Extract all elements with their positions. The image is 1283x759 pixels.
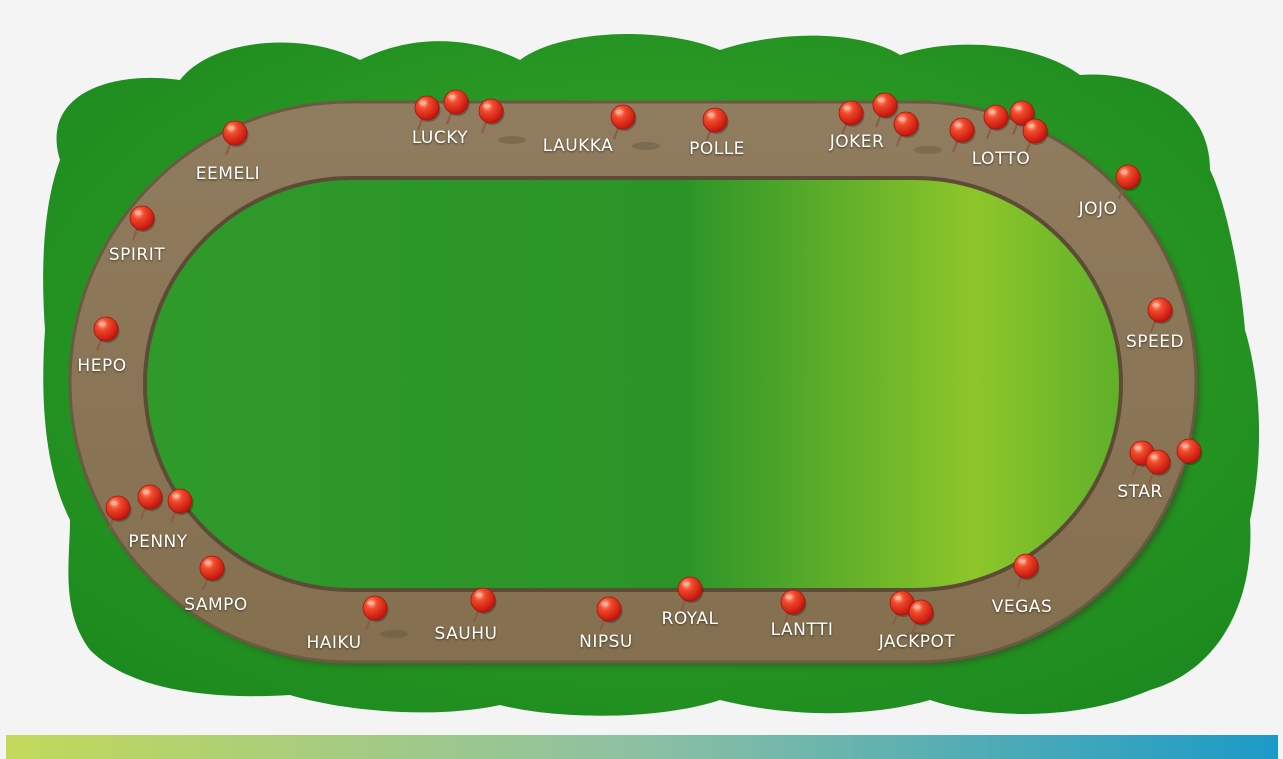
horse-label-lotto[interactable]: LOTTO <box>972 149 1031 169</box>
horse-label-jackpot[interactable]: JACKPOT <box>879 632 956 652</box>
horse-label-sampo[interactable]: SAMPO <box>184 595 248 615</box>
horse-label-lucky[interactable]: LUCKY <box>412 128 468 148</box>
horse-label-sauhu[interactable]: SAUHU <box>435 624 498 644</box>
horse-label-eemeli[interactable]: EEMELI <box>196 164 260 184</box>
horse-label-haiku[interactable]: HAIKU <box>306 633 361 653</box>
horse-label-hepo[interactable]: HEPO <box>77 356 126 376</box>
horse-label-polle[interactable]: POLLE <box>689 139 745 159</box>
infield <box>145 178 1121 590</box>
horse-label-nipsu[interactable]: NIPSU <box>579 632 633 652</box>
horse-label-royal[interactable]: ROYAL <box>662 609 719 629</box>
horse-label-penny[interactable]: PENNY <box>128 532 187 552</box>
horse-label-spirit[interactable]: SPIRIT <box>109 245 165 265</box>
horse-label-lantti[interactable]: LANTTI <box>771 620 834 640</box>
horse-label-star[interactable]: STAR <box>1117 482 1162 502</box>
horse-label-laukka[interactable]: LAUKKA <box>543 136 614 156</box>
bottom-gradient-bar <box>6 735 1278 759</box>
horse-label-vegas[interactable]: VEGAS <box>992 597 1052 617</box>
horse-label-speed[interactable]: SPEED <box>1126 332 1184 352</box>
horse-label-joker[interactable]: JOKER <box>830 132 885 152</box>
horse-label-jojo[interactable]: JOJO <box>1079 199 1118 219</box>
